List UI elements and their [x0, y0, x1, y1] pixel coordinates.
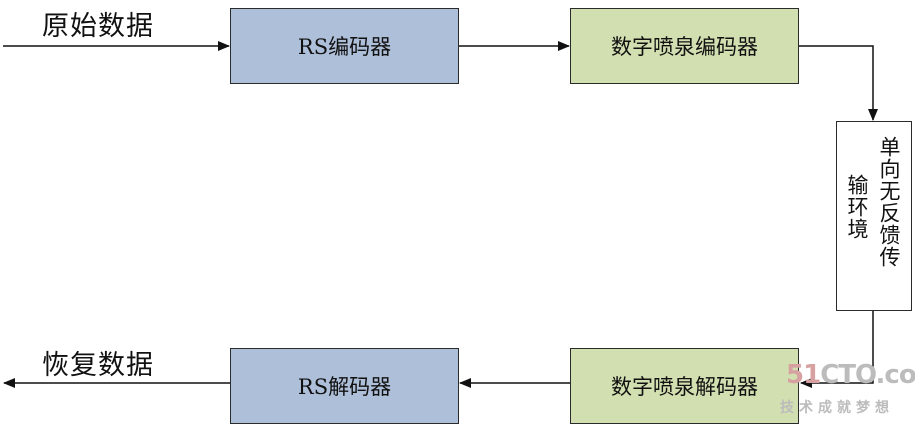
arrow-fountain-encoder-to-channel [799, 45, 878, 121]
watermark-logo-rest: CTO.com [820, 360, 915, 390]
fountain-encoder-block: 数字喷泉编码器 [570, 8, 799, 84]
channel-block: 单向无反馈传 输环境 [836, 121, 912, 311]
rs-encoder-block: RS编码器 [230, 8, 459, 84]
watermark-slogan: 技术成就梦想 [780, 400, 894, 416]
rs-decoder-block: RS解码器 [230, 348, 459, 424]
output-data-label: 恢复数据 [42, 350, 154, 381]
fountain-decoder-label: 数字喷泉解码器 [611, 375, 758, 399]
arrow-channel-to-fountain-decoder [800, 311, 874, 388]
fountain-decoder-block: 数字喷泉解码器 [570, 348, 799, 424]
fountain-encoder-label: 数字喷泉编码器 [611, 35, 758, 59]
input-data-label: 原始数据 [42, 11, 154, 42]
rs-encoder-label: RS编码器 [297, 35, 392, 59]
rs-decoder-label: RS解码器 [297, 375, 392, 399]
channel-label-col1: 单向无反馈传 [877, 136, 901, 268]
watermark-logo-prefix: 51 [786, 360, 821, 390]
channel-label-col2: 输环境 [845, 174, 869, 240]
watermark-logo: 51CTO.com [786, 360, 915, 390]
